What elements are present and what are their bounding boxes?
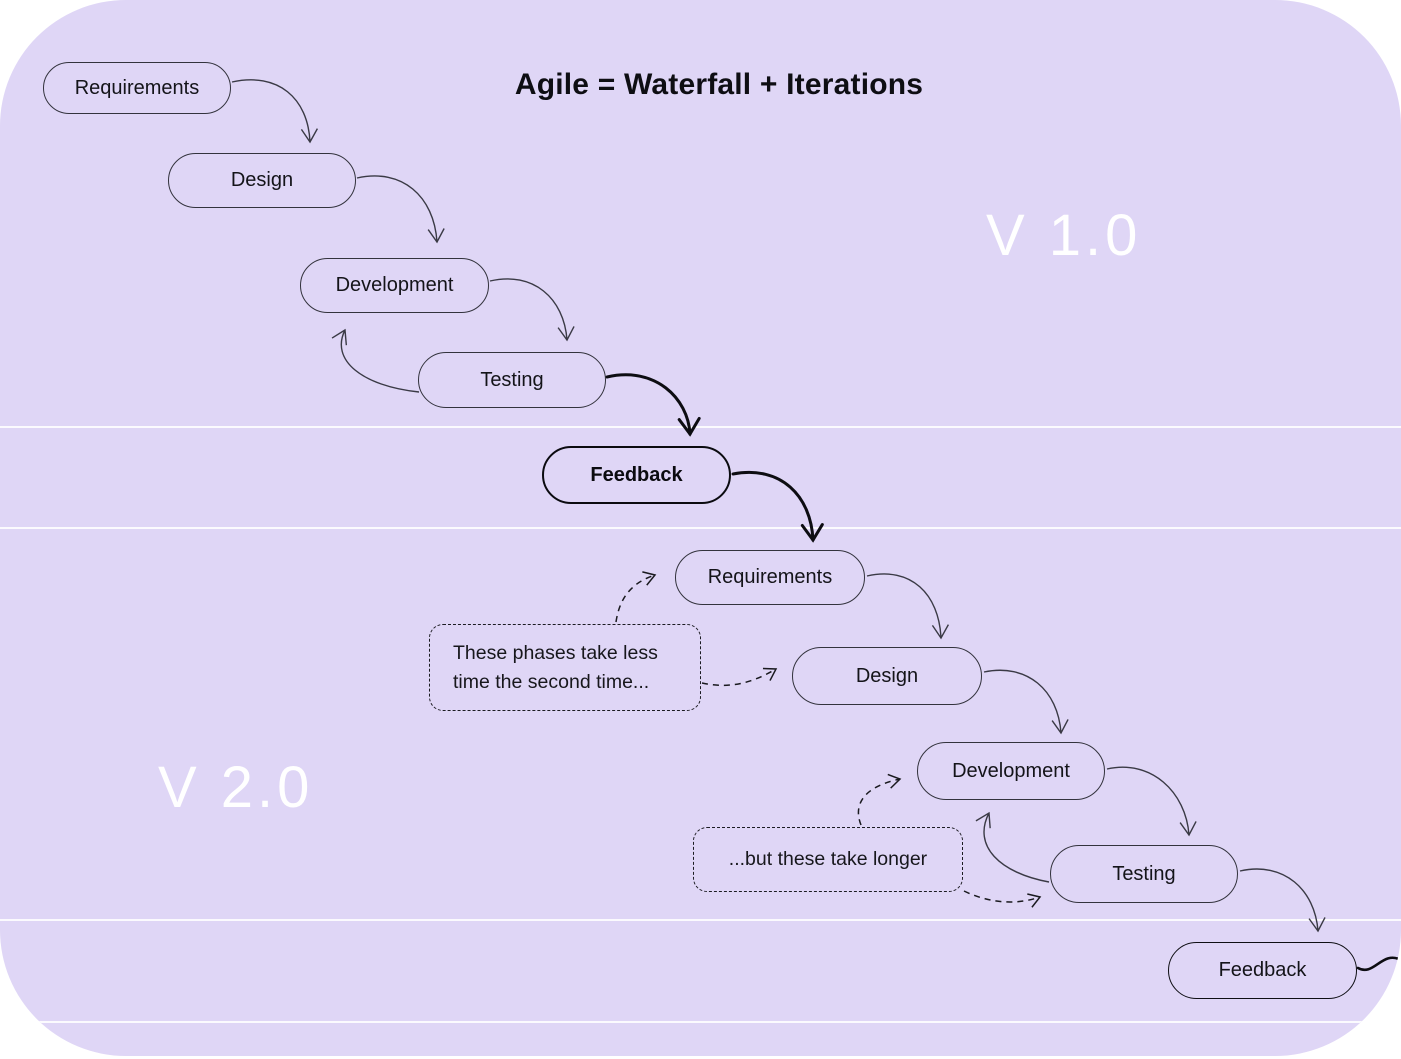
node-v2-development: Development [917,742,1105,800]
version-watermark-v2: V 2.0 [158,755,314,820]
node-v1-testing: Testing [418,352,606,408]
arrow-v2-design-to-development [983,669,1069,735]
node-v2-testing: Testing [1050,845,1238,903]
version-watermark-v1: V 1.0 [986,203,1142,268]
section-divider-3 [0,919,1401,921]
diagram-title: Agile = Waterfall + Iterations [514,68,924,101]
section-divider-2 [0,527,1401,529]
section-divider-1 [0,426,1401,428]
node-v1-design: Design [168,153,356,208]
arrow-v2-feedback-exit [1356,956,1401,972]
arrow-v1-requirements-to-design [231,79,319,144]
section-divider-4 [0,1021,1401,1023]
node-v2-feedback: Feedback [1168,942,1357,999]
arrow-v1-design-to-development [356,175,445,244]
arrow-v2-testing-to-feedback [1239,868,1326,933]
dashed-arrow-annotation2-to-testing [963,890,1042,908]
dashed-arrow-annotation2-to-development [857,773,902,826]
node-v1-development: Development [300,258,489,313]
arrow-v2-testing-back-to-development [975,811,1050,883]
node-v2-design: Design [792,647,982,705]
annotation-these-take-longer: ...but these take longer [693,827,963,892]
node-v1-requirements: Requirements [43,62,231,114]
annotation-phases-take-less-time: These phases take less time the second t… [429,624,701,711]
arrow-v2-development-to-testing [1106,766,1197,837]
dashed-arrow-annotation1-to-requirements [615,571,657,623]
node-v1-feedback: Feedback [542,446,731,504]
arrow-v2-requirements-to-design [866,573,950,640]
arrow-v1-testing-back-to-development [331,328,420,393]
arrow-v1-development-to-testing [489,278,575,342]
node-v2-requirements: Requirements [675,550,865,605]
dashed-arrow-annotation1-to-design [701,667,778,687]
arrow-v1-feedback-to-v2-requirements [731,471,824,543]
